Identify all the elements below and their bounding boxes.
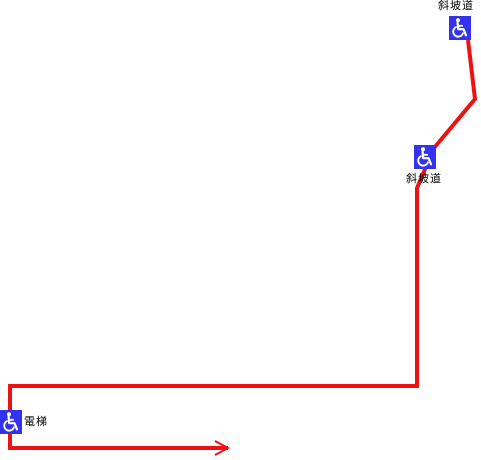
arrow-right-icon [214,440,231,456]
ramp-label-middle: 斜坡道 [406,172,442,185]
wheelchair-icon[interactable] [449,16,471,40]
wheelchair-icon[interactable] [0,410,22,434]
accessible-route-line [8,39,478,450]
ramp-label-top: 斜坡道 [438,0,474,12]
elevator-label: 電梯 [24,415,48,428]
wheelchair-icon[interactable] [414,145,436,169]
